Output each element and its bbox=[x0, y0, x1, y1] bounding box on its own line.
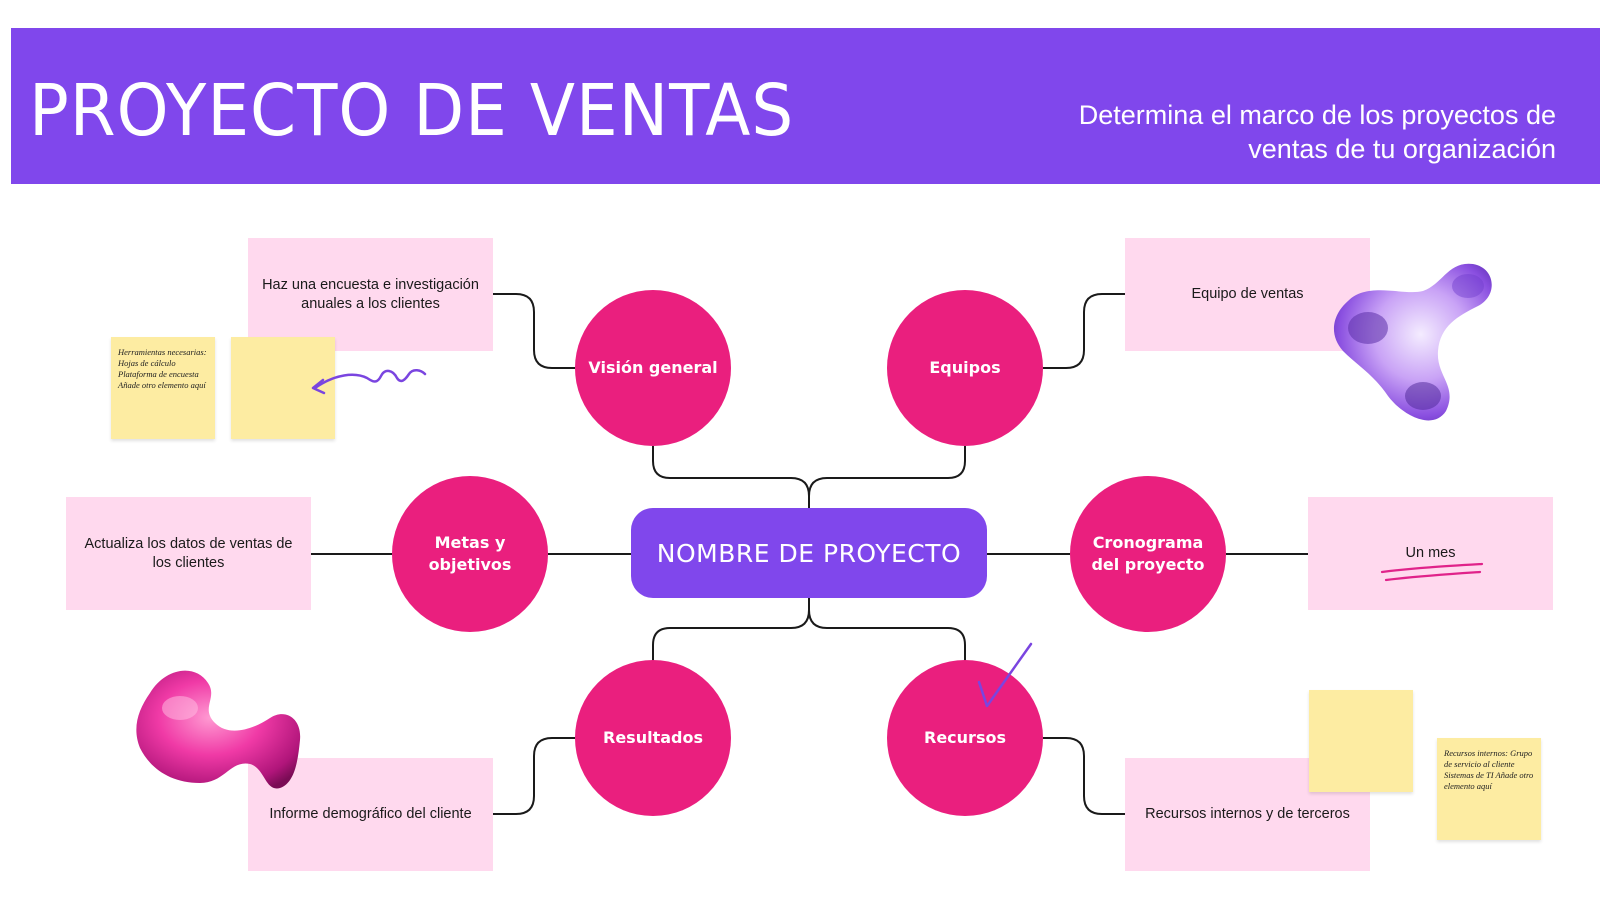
squiggle-arrow-icon bbox=[311, 369, 427, 395]
magenta-blob-icon bbox=[136, 670, 301, 789]
underline-strokes-icon bbox=[1380, 562, 1484, 582]
line-center-vision bbox=[652, 446, 810, 508]
center-project-name: NOMBRE DE PROYECTO bbox=[631, 508, 987, 598]
note-metas: Actualiza los datos de ventas de los cli… bbox=[66, 497, 311, 610]
node-resultados-label: Resultados bbox=[603, 728, 703, 747]
line-vision-note bbox=[493, 293, 575, 369]
line-resultados-note bbox=[493, 737, 575, 815]
node-vision-label: Visión general bbox=[588, 358, 718, 377]
line-center-resultados bbox=[652, 598, 810, 662]
checkmark-icon bbox=[977, 642, 1033, 708]
node-equipos-label: Equipos bbox=[929, 358, 1001, 377]
node-vision-general: Visión general bbox=[575, 290, 731, 446]
note-vision-text: Haz una encuesta e investigación anuales… bbox=[262, 276, 479, 312]
node-metas-objetivos: Metas y objetivos bbox=[392, 476, 548, 632]
node-recursos: Recursos bbox=[887, 660, 1043, 816]
purple-blob-icon bbox=[1333, 263, 1492, 421]
node-metas-label: Metas y objetivos bbox=[428, 533, 512, 574]
note-resultados-text: Informe demográfico del cliente bbox=[269, 806, 472, 822]
note-recursos-text: Recursos internos y de terceros bbox=[1145, 806, 1350, 822]
node-resultados: Resultados bbox=[575, 660, 731, 816]
node-recursos-label: Recursos bbox=[924, 728, 1006, 747]
line-center-equipos bbox=[808, 446, 966, 497]
page-subtitle: Determina el marco de los proyectos de v… bbox=[1078, 100, 1556, 164]
node-cronograma: Cronograma del proyecto bbox=[1070, 476, 1226, 632]
line-equipos-note bbox=[1043, 293, 1125, 369]
page-title: PROYECTO DE VENTAS bbox=[29, 69, 795, 153]
header-banner: PROYECTO DE VENTAS Determina el marco de… bbox=[11, 28, 1600, 184]
note-equipos-text: Equipo de ventas bbox=[1191, 286, 1304, 302]
note-equipos: Equipo de ventas bbox=[1125, 238, 1370, 351]
node-cronograma-label: Cronograma del proyecto bbox=[1091, 533, 1205, 574]
node-equipos: Equipos bbox=[887, 290, 1043, 446]
note-vision: Haz una encuesta e investigación anuales… bbox=[248, 238, 493, 351]
line-center-recursos bbox=[808, 609, 966, 662]
sticky-blank-right bbox=[1309, 690, 1413, 792]
sticky-blank-left bbox=[231, 337, 335, 439]
line-recursos-note bbox=[1043, 737, 1125, 815]
sticky-recursos-internos: Recursos internos: Grupo de servicio al … bbox=[1437, 738, 1541, 840]
sticky-herramientas: Herramientas necesarias: Hojas de cálcul… bbox=[111, 337, 215, 439]
note-cronograma: Un mes bbox=[1308, 497, 1553, 610]
note-cronograma-text: Un mes bbox=[1405, 545, 1456, 561]
note-metas-text: Actualiza los datos de ventas de los cli… bbox=[84, 535, 293, 571]
